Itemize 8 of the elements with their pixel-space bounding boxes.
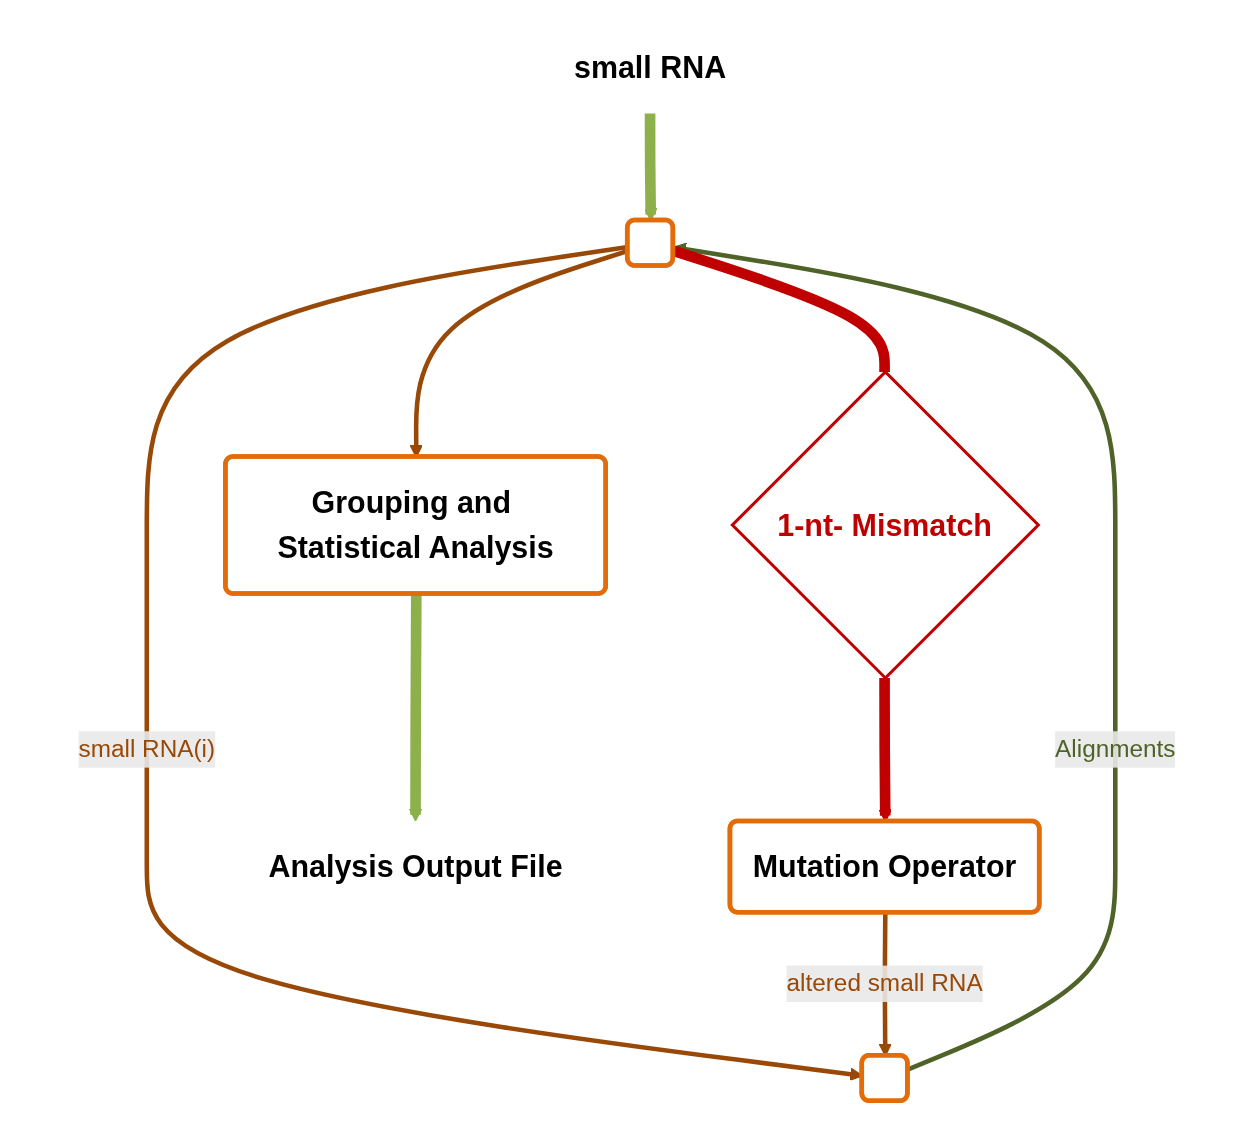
arrow [673, 242, 1118, 1072]
edge-label: Alignments [1055, 735, 1176, 762]
edge-label: small RNA(i) [78, 735, 216, 762]
node-text: small RNA [573, 51, 727, 85]
arrow [408, 594, 423, 822]
node-diamond: 1-nt- Mismatch [730, 369, 1041, 681]
edge-label: altered small RNA [786, 970, 983, 996]
node-text: Analysis Output File [268, 849, 563, 884]
